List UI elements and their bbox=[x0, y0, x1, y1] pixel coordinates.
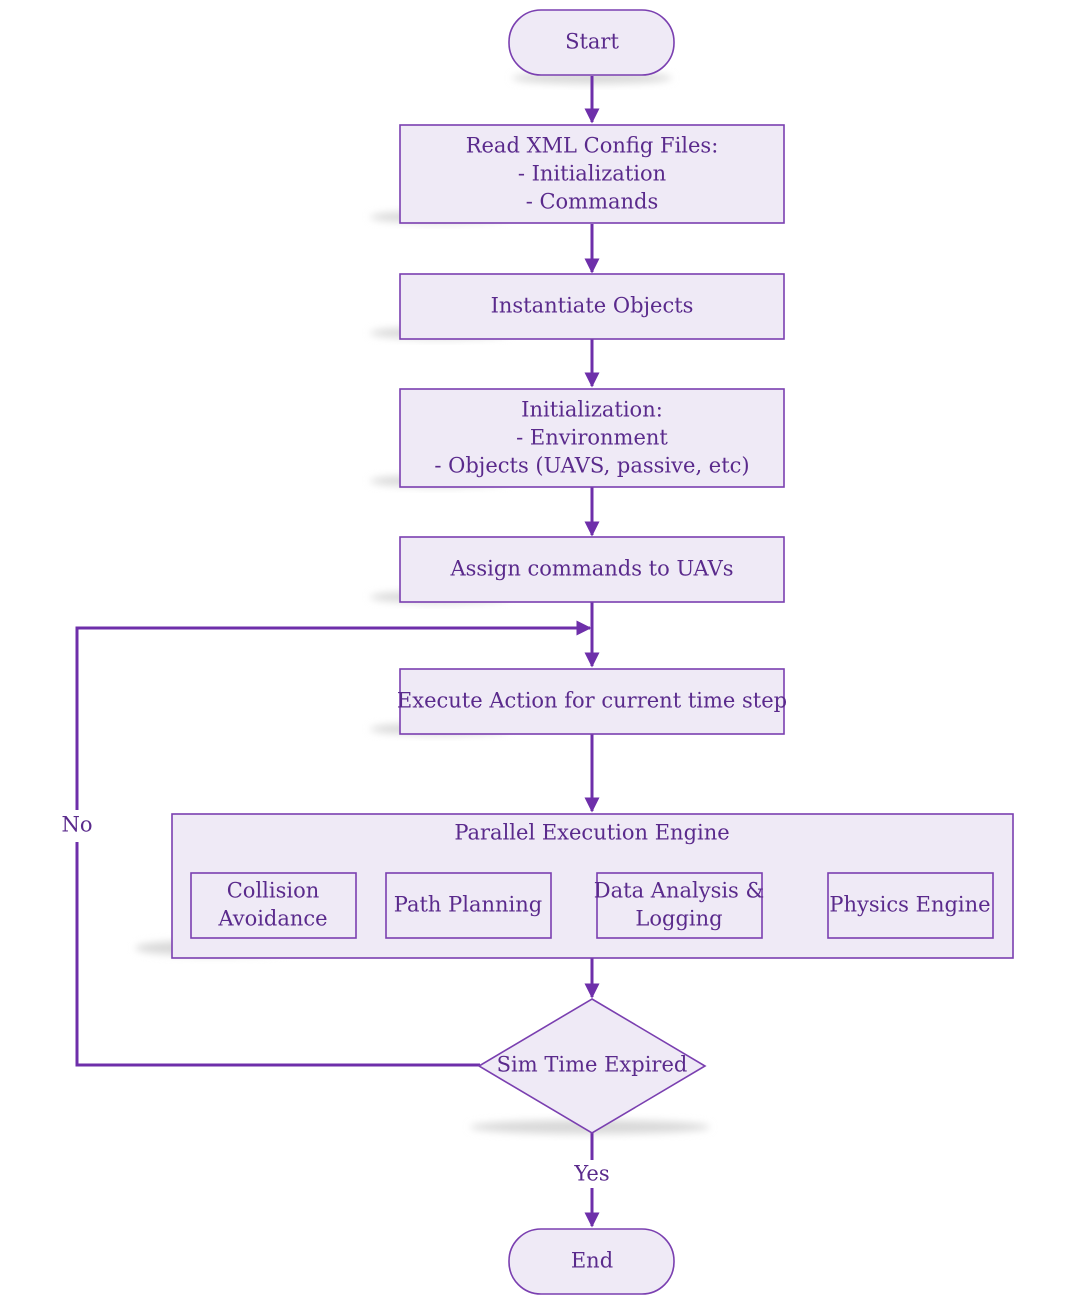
end-terminator: End bbox=[508, 1228, 675, 1295]
initialization-item-environment: - Environment bbox=[516, 426, 668, 450]
execute-label: Execute Action for current time step bbox=[397, 689, 787, 713]
parallel-engine-title: Parallel Execution Engine bbox=[454, 821, 729, 845]
start-label: Start bbox=[565, 30, 619, 54]
read-config-item-commands: - Commands bbox=[526, 190, 659, 214]
module-physics-engine-label: Physics Engine bbox=[829, 893, 990, 917]
parallel-engine-box: Parallel Execution Engine Collision Avoi… bbox=[171, 813, 1014, 959]
decision-label: Sim Time Expired bbox=[497, 1053, 688, 1077]
initialization-item-objects: - Objects (UAVS, passive, etc) bbox=[434, 454, 749, 478]
assign-box: Assign commands to UAVs bbox=[399, 536, 785, 603]
read-config-title: Read XML Config Files: bbox=[466, 134, 719, 158]
assign-label: Assign commands to UAVs bbox=[449, 557, 733, 581]
decision-diamond: Sim Time Expired bbox=[477, 998, 707, 1134]
module-path-planning: Path Planning bbox=[385, 872, 552, 939]
yes-branch-label: Yes bbox=[573, 1162, 609, 1186]
module-data-analysis-line2: Logging bbox=[635, 907, 722, 931]
loop-no-path-upper bbox=[75, 620, 592, 810]
end-label: End bbox=[571, 1249, 613, 1273]
module-collision-avoidance: Collision Avoidance bbox=[190, 872, 357, 939]
module-collision-avoidance-line1: Collision bbox=[227, 879, 320, 903]
execute-box: Execute Action for current time step bbox=[397, 668, 787, 735]
read-config-box: Read XML Config Files: - Initialization … bbox=[399, 124, 785, 224]
loop-no-path-lower bbox=[75, 842, 480, 1067]
module-data-analysis-line1: Data Analysis & bbox=[594, 879, 764, 903]
instantiate-box: Instantiate Objects bbox=[399, 273, 785, 340]
connectors bbox=[75, 76, 600, 1228]
module-physics-engine: Physics Engine bbox=[827, 872, 994, 939]
module-path-planning-label: Path Planning bbox=[394, 893, 542, 917]
module-data-analysis: Data Analysis & Logging bbox=[594, 872, 764, 939]
start-terminator: Start bbox=[508, 9, 675, 76]
initialization-box: Initialization: - Environment - Objects … bbox=[399, 388, 785, 488]
instantiate-label: Instantiate Objects bbox=[491, 294, 694, 318]
module-collision-avoidance-line2: Avoidance bbox=[217, 907, 327, 931]
shadows bbox=[135, 72, 710, 1134]
initialization-title: Initialization: bbox=[521, 398, 663, 422]
no-branch-label: No bbox=[61, 813, 92, 837]
read-config-item-initialization: - Initialization bbox=[518, 162, 666, 186]
